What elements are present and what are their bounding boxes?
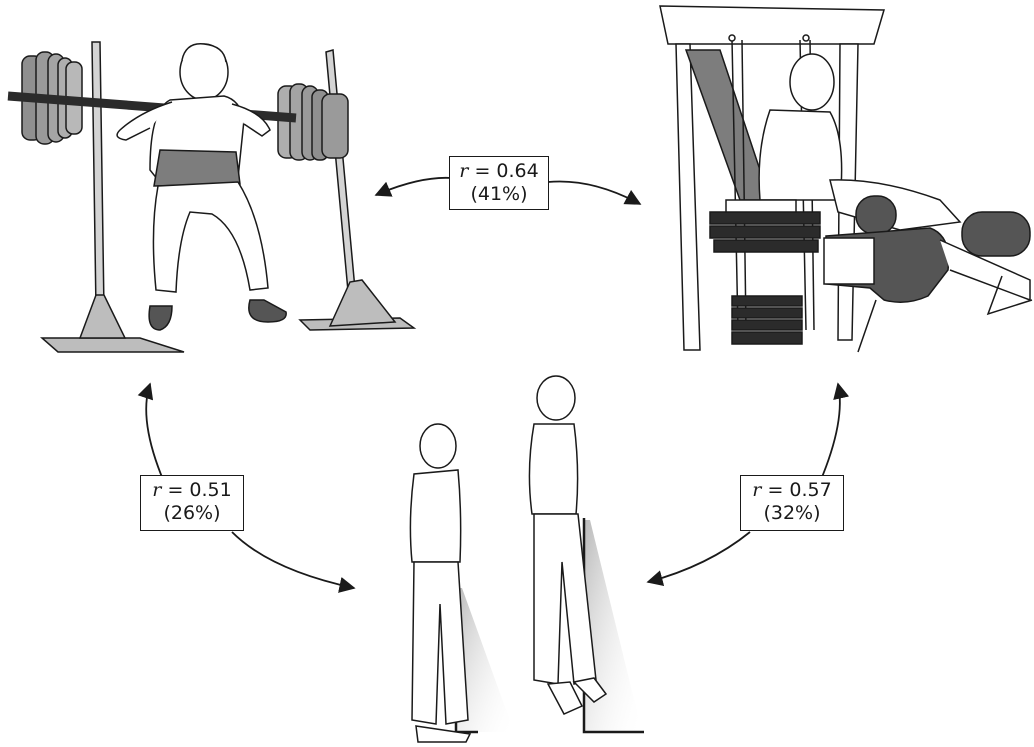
r-value: = 0.64 (474, 160, 538, 182)
r-value: = 0.51 (167, 479, 231, 501)
correlation-label-squat-legext: r = 0.64 (41%) (449, 156, 549, 210)
arrow-squat-to-legext (376, 178, 452, 195)
arrow-right-up (820, 384, 840, 482)
shared-variance: (32%) (747, 502, 837, 525)
leg-extension-illustration (660, 6, 1032, 352)
r-symbol: r (752, 479, 761, 501)
r-symbol: r (459, 160, 468, 182)
arrow-legext-from-squat (548, 181, 640, 204)
correlation-label-legext-jump: r = 0.57 (32%) (740, 475, 844, 531)
arrow-left-up (146, 384, 164, 482)
squat-illustration (8, 42, 414, 352)
vertical-jump-illustration (410, 376, 644, 742)
shared-variance: (41%) (456, 183, 542, 206)
r-symbol: r (152, 479, 161, 501)
correlation-label-squat-jump: r = 0.51 (26%) (140, 475, 244, 531)
arrow-right-down (648, 532, 750, 582)
shared-variance: (26%) (147, 502, 237, 525)
arrow-left-down (232, 532, 354, 588)
r-value: = 0.57 (767, 479, 831, 501)
